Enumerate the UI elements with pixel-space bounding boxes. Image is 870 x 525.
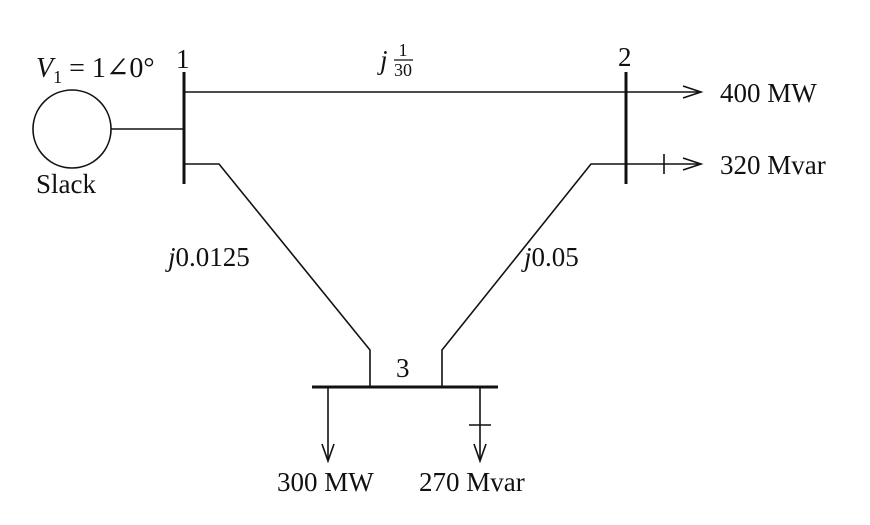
load-320mvar-arrow-icon xyxy=(682,157,704,171)
load-400mw-arrow-icon xyxy=(682,85,704,99)
bus-1-label: 1 xyxy=(176,44,190,74)
line-1-2-numerator: 1 xyxy=(399,40,408,60)
line-1-2-impedance-label: j 1 30 xyxy=(377,40,413,80)
load-320mvar-label: 320 Mvar xyxy=(720,150,826,180)
line-2-3-impedance-label: j0.05 xyxy=(521,242,579,272)
load-270mvar-label: 270 Mvar xyxy=(419,467,525,497)
load-300mw-label: 300 MW xyxy=(277,467,374,497)
slack-label: Slack xyxy=(36,169,96,199)
load-300mw-arrow-icon xyxy=(321,443,335,464)
line-1-3-impedance-label: j0.0125 xyxy=(165,242,250,272)
slack-generator-symbol xyxy=(32,89,112,169)
line-1-3 xyxy=(184,163,371,387)
load-270mvar-arrow-icon xyxy=(473,443,487,464)
line-1-2-denominator: 30 xyxy=(394,60,412,80)
bus-3-label: 3 xyxy=(396,353,410,383)
generator-voltage-label: V1 = 1∠0° xyxy=(36,53,155,87)
line-2-3 xyxy=(441,163,626,387)
line-1-2-prefix: j xyxy=(377,45,388,75)
bus-2-label: 2 xyxy=(618,42,632,72)
load-400mw-label: 400 MW xyxy=(720,78,817,108)
